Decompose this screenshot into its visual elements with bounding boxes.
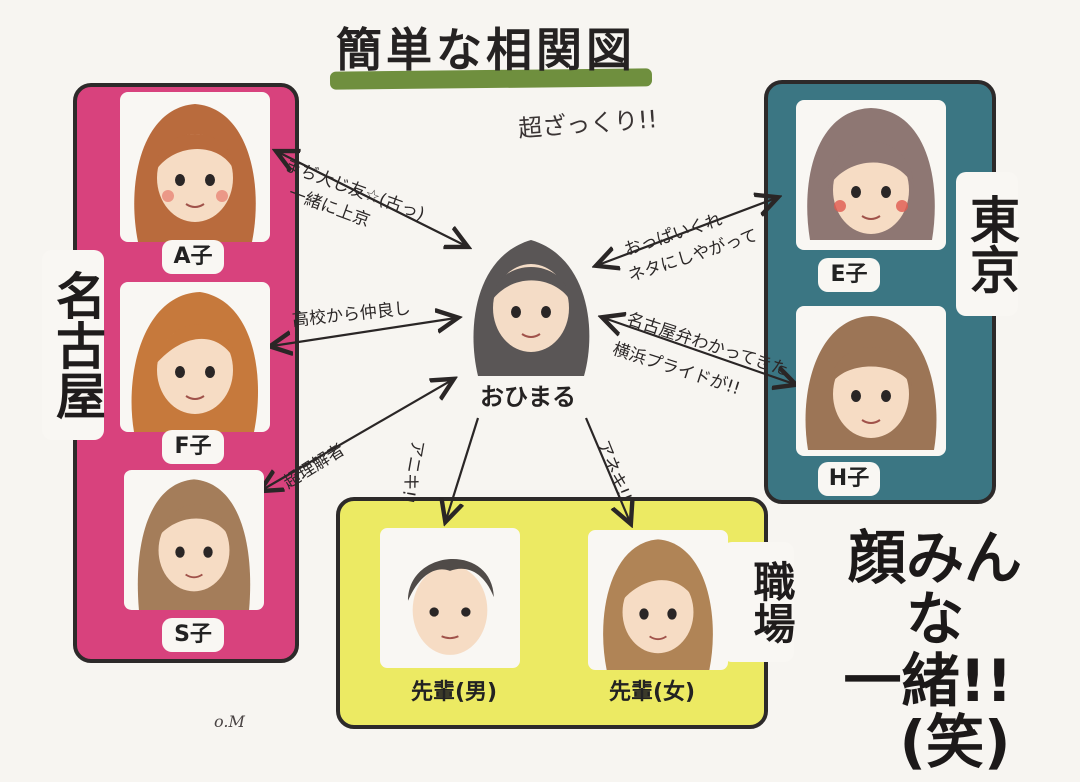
side-note-line-2: 一緒!! [843, 646, 1013, 715]
side-note: 顔みんな 一緒!! (笑) [820, 524, 1050, 777]
senpai-female-portrait [588, 530, 728, 670]
arrow-f [272, 318, 456, 346]
person-e-name: E子 [818, 258, 880, 292]
arrow-e [598, 198, 776, 265]
arrow-h [604, 318, 794, 384]
person-h-name: H子 [818, 462, 880, 496]
region-label-nagoya: 名古屋 [42, 250, 106, 440]
arrow-senpai-m [446, 417, 480, 520]
person-s-name: S子 [162, 618, 224, 652]
region-label-tokyo: 東京 [956, 172, 1020, 316]
title-block: 簡単な相関図 [329, 12, 660, 94]
arrow-a [278, 152, 466, 246]
senpai-male-name: 先輩(男) [410, 680, 498, 705]
person-a-name: A子 [162, 240, 224, 274]
person-h-portrait [796, 306, 946, 456]
senpai-male-portrait [380, 528, 520, 668]
senpai-female-name: 先輩(女) [608, 680, 696, 705]
side-note-line-1: 顔みんな [847, 524, 1022, 654]
person-a-portrait [120, 92, 270, 242]
person-f-name: F子 [162, 430, 224, 464]
artist-signature: o.M [214, 712, 245, 731]
arrow-senpai-f [584, 417, 630, 522]
person-e-portrait [796, 100, 946, 250]
region-label-work: 職場 [722, 542, 796, 662]
side-note-line-3: (笑) [899, 708, 1011, 777]
arrow-s [262, 380, 452, 490]
person-f-portrait [120, 282, 270, 432]
center-person-portrait [473, 240, 590, 376]
person-s-portrait [124, 470, 264, 610]
center-person-name: おひまる [480, 383, 576, 411]
diagram-title: 簡単な相関図 [336, 23, 636, 77]
